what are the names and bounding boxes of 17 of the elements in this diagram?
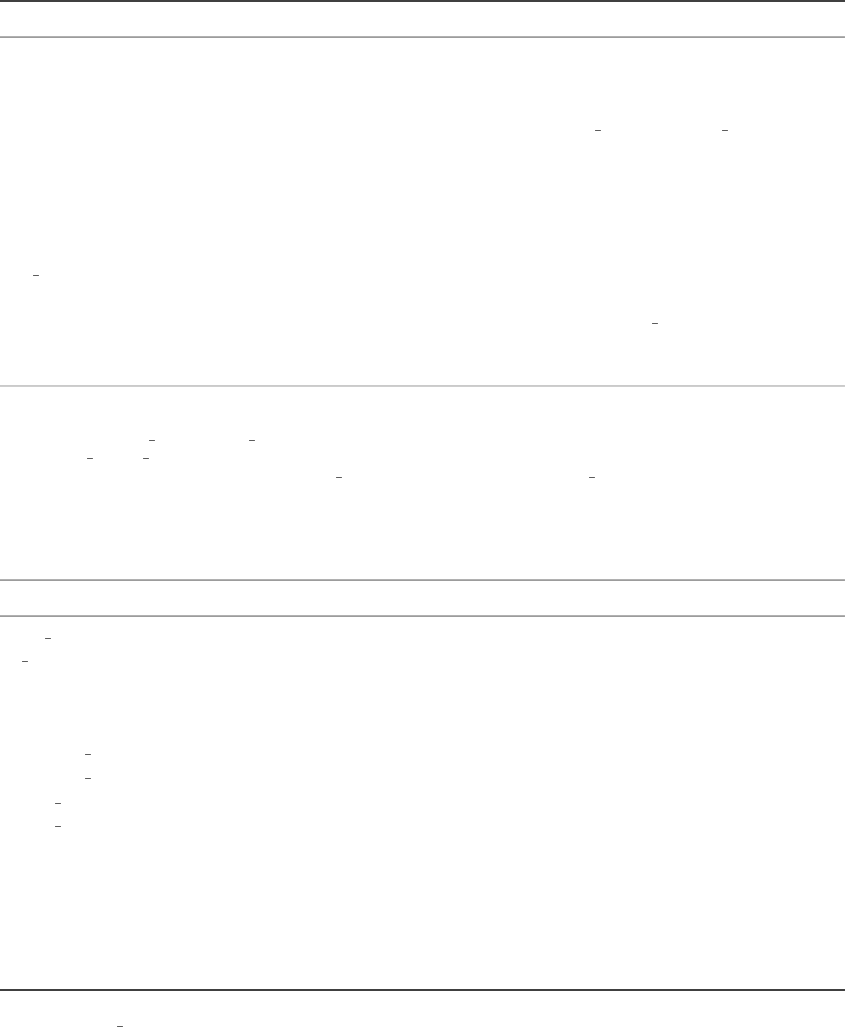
underscore-mark: _: [33, 275, 39, 276]
underscore-mark: _: [595, 130, 601, 131]
underscore-mark: _: [652, 323, 658, 324]
underscore-mark: _: [722, 130, 728, 131]
underscore-mark: _: [85, 778, 91, 779]
underscore-mark: _: [336, 477, 342, 478]
underscore-mark: _: [22, 661, 28, 662]
underscore-mark: _: [117, 1026, 123, 1027]
underscore-mark: _: [45, 638, 51, 639]
underscore-mark: _: [55, 803, 61, 804]
underscore-mark: _: [87, 458, 93, 459]
underscore-mark: _: [85, 754, 91, 755]
underscore-mark: _: [589, 477, 595, 478]
underscore-mark: _: [55, 826, 61, 827]
underscore-mark: _: [249, 440, 255, 441]
underscore-mark: _: [149, 440, 155, 441]
underscore-mark: _: [143, 458, 149, 459]
